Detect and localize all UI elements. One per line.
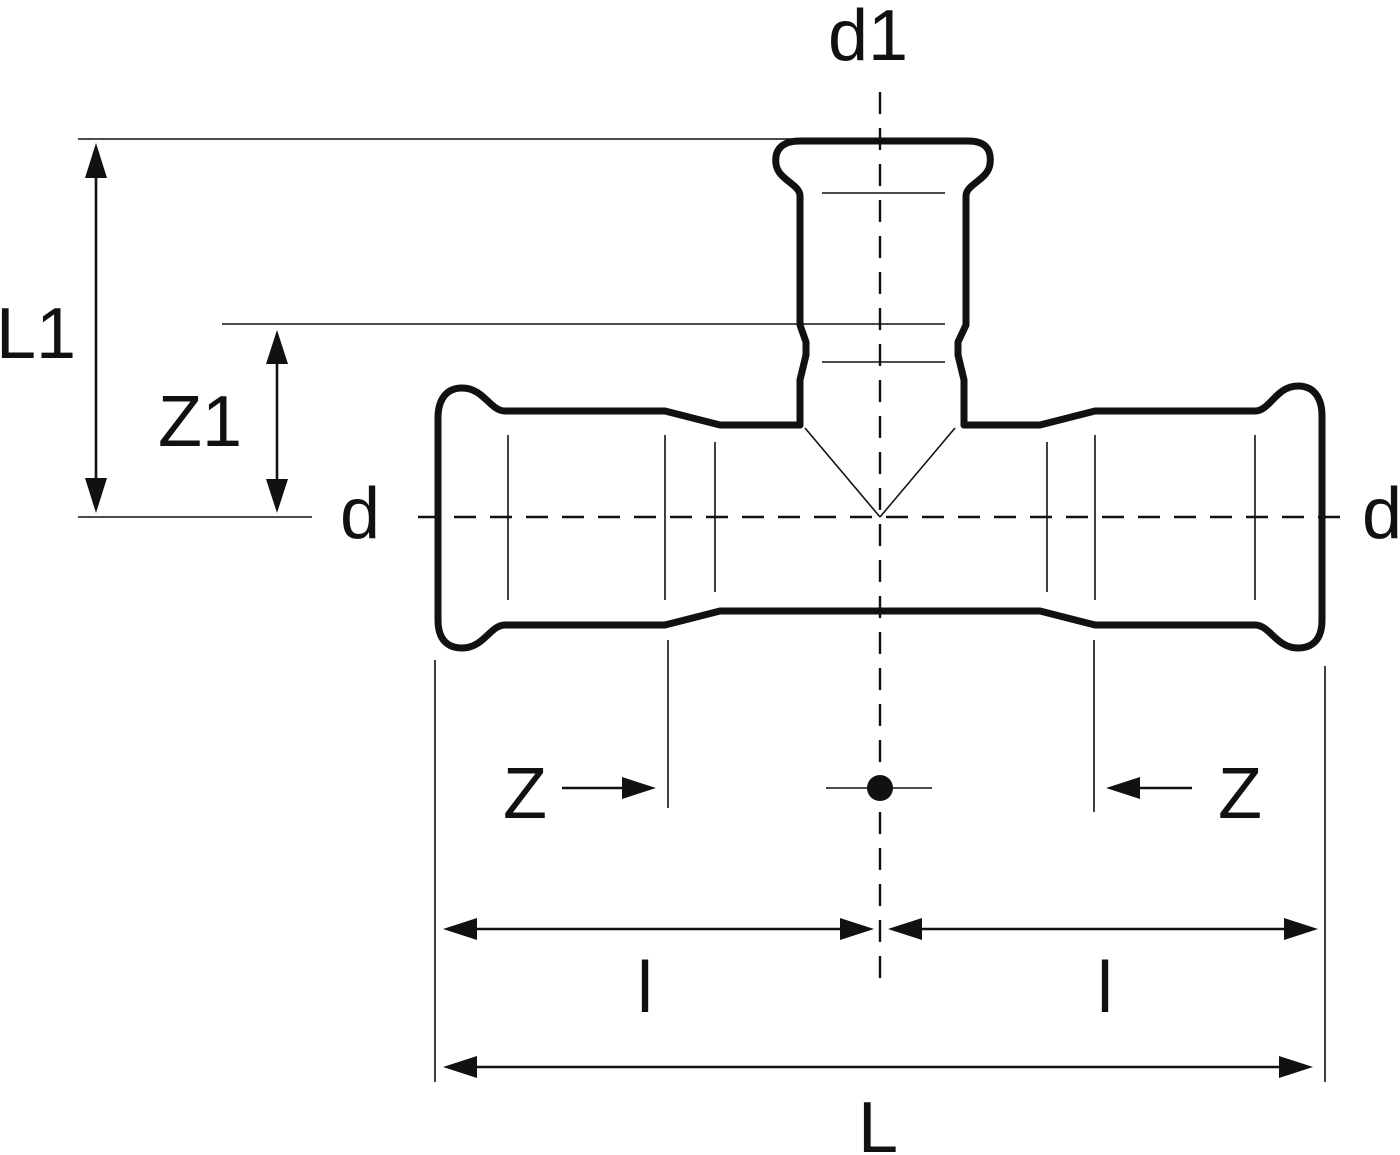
- dimension-l-right: [888, 918, 1318, 940]
- label-Z-left: Z: [503, 754, 547, 834]
- label-d1: d1: [828, 0, 908, 76]
- label-d-left: d: [340, 474, 380, 554]
- label-d-right: d: [1362, 474, 1400, 554]
- label-Z1: Z1: [158, 382, 242, 462]
- dimension-Z-left: [562, 777, 656, 799]
- label-L1: L1: [0, 294, 76, 374]
- dimension-l-left: [443, 918, 874, 940]
- dimension-L: [443, 1056, 1313, 1078]
- run-top-right: [960, 382, 1326, 429]
- tee-body: [434, 137, 1326, 652]
- run-bottom: [501, 607, 1259, 629]
- run-left-end: [434, 414, 509, 652]
- centerlines: [418, 92, 1340, 990]
- dimension-Z-right: [1106, 777, 1192, 799]
- run-top-left: [434, 384, 804, 429]
- internal-lines: [507, 192, 1256, 600]
- label-l-left: l: [637, 948, 653, 1028]
- extension-lines: [78, 138, 1326, 1082]
- dimension-L1: [85, 143, 107, 513]
- label-l-right: l: [1097, 948, 1113, 1028]
- label-L: L: [858, 1088, 898, 1155]
- branch-outline: [772, 137, 994, 429]
- dimension-Z1: [266, 330, 288, 513]
- label-Z-right: Z: [1218, 754, 1262, 834]
- run-right-end: [1251, 412, 1326, 652]
- center-point: [867, 775, 893, 801]
